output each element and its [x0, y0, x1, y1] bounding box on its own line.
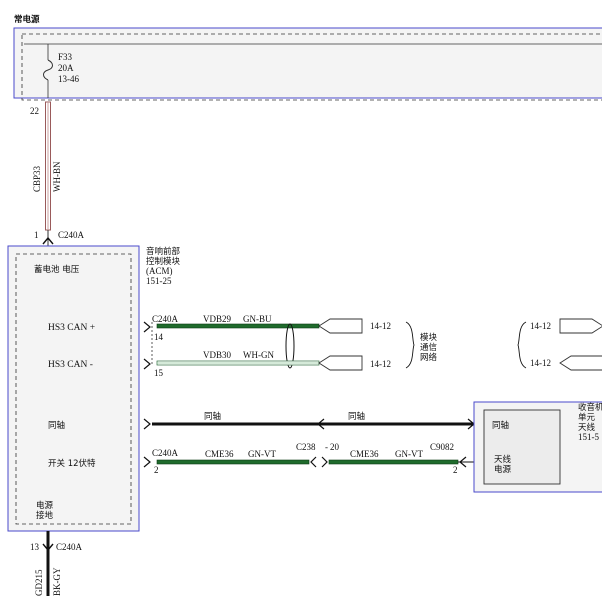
coax-label-right: 同轴	[348, 411, 365, 422]
wire-top-bottom-pin: 1	[34, 230, 39, 240]
wire-cme36-left	[156, 459, 310, 465]
fuse-rating: 20A	[58, 63, 74, 73]
arrow-left-icon	[317, 418, 325, 430]
fuse-box-inner	[21, 33, 602, 101]
acm-name-2: 控制模块	[146, 256, 181, 267]
can-plus-connector-shape	[318, 318, 363, 334]
fuse-name: F33	[58, 52, 73, 62]
splice-arrow-right-icon	[321, 456, 328, 468]
power-wire-conn-right: C9082	[430, 442, 454, 452]
receiver-ref: 151-5	[578, 432, 599, 442]
can-plus-code: VDB29	[203, 314, 232, 324]
fuse-icon	[43, 59, 53, 81]
power-wire-color-left: GN-VT	[248, 449, 276, 459]
can-plus-connector: C240A	[152, 314, 179, 324]
ground-wire-color: BK-GY	[52, 567, 62, 596]
fuse-ref: 13-46	[58, 74, 79, 84]
power-wire-conn-left: C240A	[152, 448, 179, 458]
wire-cbp33-color: WH-BN	[52, 161, 62, 192]
power-source-title: 常电源	[14, 14, 40, 25]
power-wire-pin-left: 2	[154, 465, 159, 475]
can-minus-connector-shape	[318, 355, 363, 371]
ground-connector: C240A	[56, 542, 83, 552]
ground-pin: 13	[30, 542, 40, 552]
wire-cbp33-code: CBP33	[32, 165, 42, 192]
can-minus-ref: 14-12	[370, 359, 391, 369]
can-minus-code: VDB30	[203, 350, 232, 360]
right-connector-top	[559, 318, 602, 334]
wire-top-pin: 22	[30, 106, 39, 116]
receiver-name-3: 天线	[578, 422, 596, 433]
ground-wire-code: GD215	[34, 569, 44, 596]
acm-battery-label: 蓄电池 电压	[34, 264, 80, 275]
can-plus-pin: 14	[154, 332, 164, 342]
acm-inner-box	[15, 253, 132, 525]
acm-coax-label: 同轴	[48, 420, 65, 431]
power-wire-color-right: GN-VT	[395, 449, 423, 459]
splice-pin: 20	[330, 442, 340, 452]
right-ref-bottom: 14-12	[530, 358, 551, 368]
brace-icon	[517, 321, 527, 369]
splice-connector: C238	[296, 442, 316, 452]
pin-arrow-icon	[143, 321, 151, 333]
twisted-pair-icon	[285, 323, 295, 369]
pin-arrow-icon	[143, 358, 151, 370]
acm-hs3-can-plus: HS3 CAN +	[48, 323, 95, 333]
pin-arrow-icon	[143, 456, 151, 468]
brace-icon	[405, 321, 415, 369]
can-minus-pin: 15	[154, 368, 164, 378]
acm-name-3: (ACM)	[146, 266, 173, 276]
can-plus-color: GN-BU	[243, 314, 272, 324]
coax-label-left: 同轴	[204, 411, 221, 422]
wire-cme36-right	[328, 459, 459, 465]
right-connector-bottom	[559, 355, 602, 371]
connector-arrow-icon	[42, 236, 54, 245]
receiver-inner-box	[483, 409, 561, 485]
wire-top-connector: C240A	[58, 230, 85, 240]
acm-ground-1: 电源	[36, 500, 54, 511]
power-distribution-box	[13, 27, 602, 99]
receiver-power-2: 电源	[494, 464, 512, 475]
can-minus-color: WH-GN	[243, 350, 274, 360]
network-3: 网络	[420, 352, 438, 363]
receiver-name-1: 收音机	[578, 402, 602, 413]
acm-name-1: 音响前部	[146, 246, 181, 257]
splice-arrow-left-icon	[310, 456, 317, 468]
right-ref-top: 14-12	[530, 321, 551, 331]
network-2: 通信	[420, 342, 438, 353]
acm-switch-12v: 开关 12伏特	[48, 458, 96, 469]
wire-vdb29	[156, 323, 320, 329]
acm-ground-2: 接地	[36, 510, 54, 521]
acm-hs3-can-minus: HS3 CAN -	[48, 360, 93, 370]
power-wire-code-left: CME36	[205, 449, 234, 459]
acm-ref: 151-25	[146, 276, 172, 286]
svg-text:-: -	[325, 442, 328, 452]
acm-module-box	[7, 245, 140, 532]
pin-arrow-icon	[143, 418, 151, 430]
network-1: 模块	[420, 332, 438, 343]
power-wire-pin-right: 2	[453, 465, 458, 475]
receiver-name-2: 单元	[578, 412, 596, 423]
receiver-coax-label: 同轴	[492, 420, 509, 431]
power-wire-code-right: CME36	[350, 449, 379, 459]
receiver-power-1: 天线	[494, 454, 512, 465]
can-plus-ref: 14-12	[370, 321, 391, 331]
